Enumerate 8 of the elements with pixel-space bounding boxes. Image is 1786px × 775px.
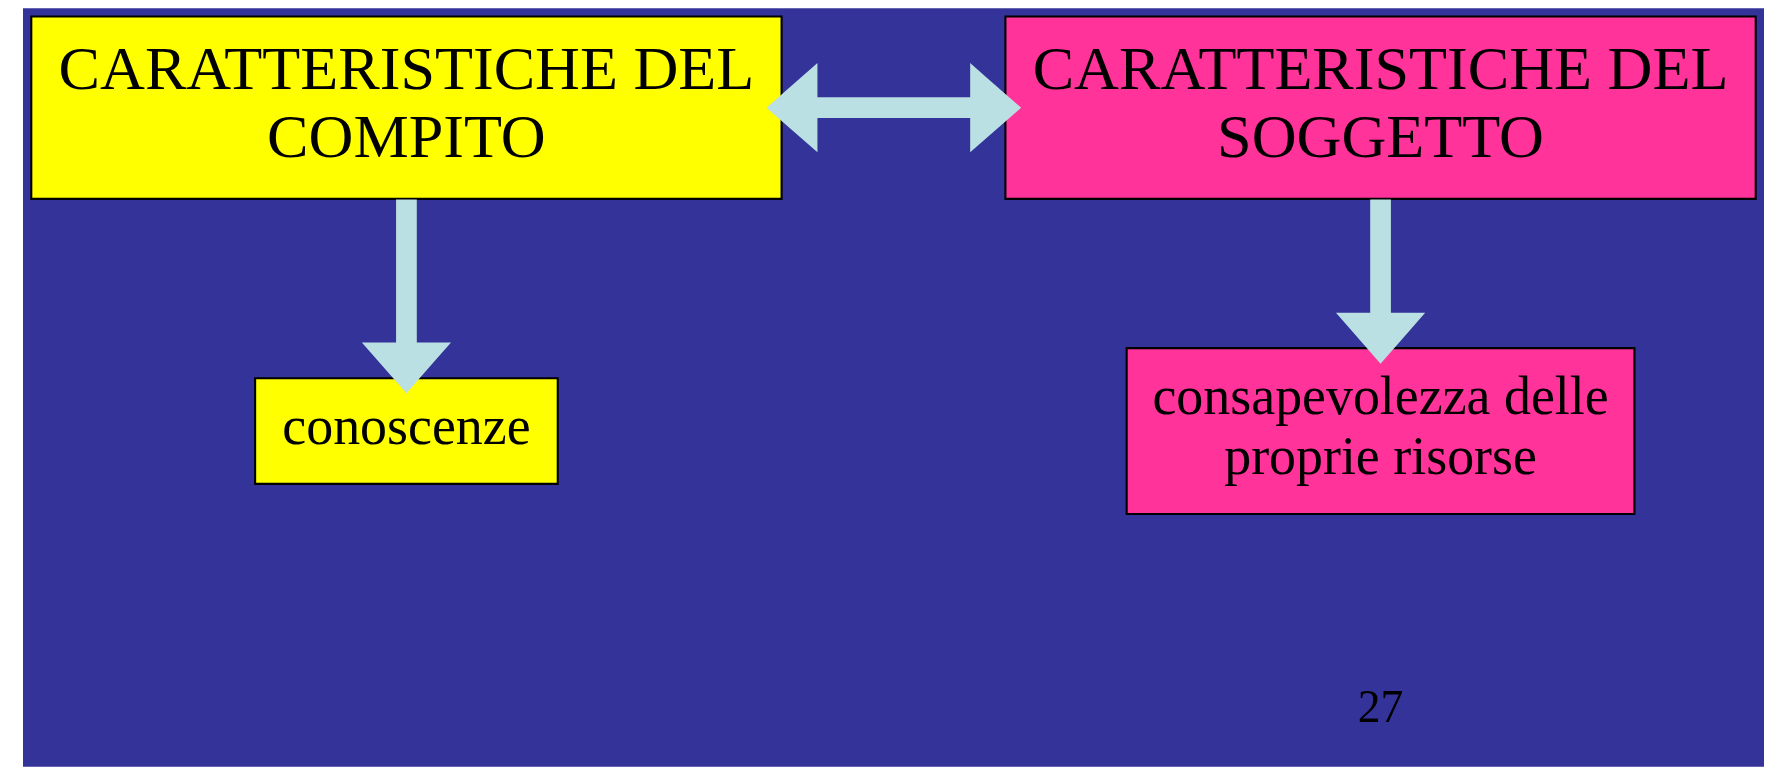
arrow (765, 63, 1021, 153)
arrow (1335, 199, 1425, 364)
arrow (361, 199, 451, 394)
node-box: conoscenze (253, 377, 559, 485)
node-box: CARATTERISTICHE DEL SOGGETTO (1003, 15, 1757, 200)
node-box: consapevolezza delle proprie risorse (1125, 347, 1635, 515)
label: 27 (1357, 681, 1403, 733)
node-box: CARATTERISTICHE DEL COMPITO (29, 15, 783, 200)
